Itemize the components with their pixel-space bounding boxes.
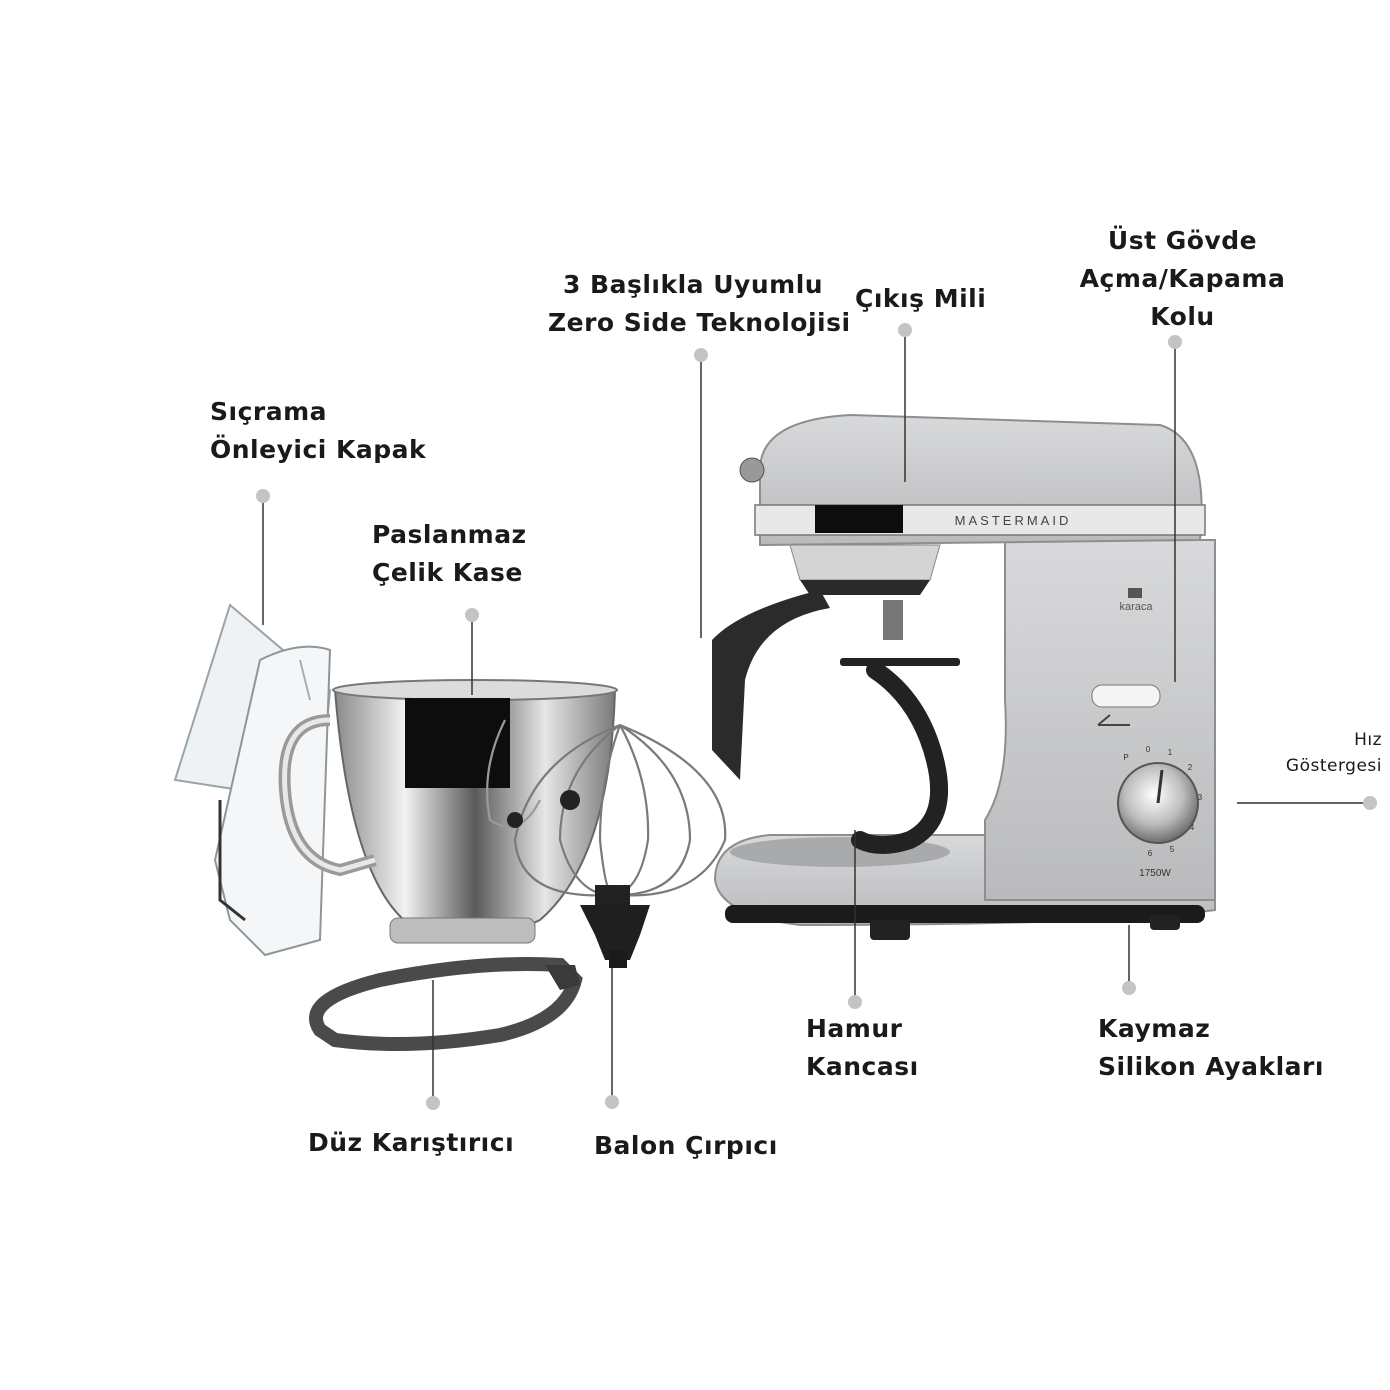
speed-dial-marks: P 0 1 2 3 4 5 6 xyxy=(1123,745,1202,858)
dot-balloon-whisk xyxy=(605,1095,619,1109)
steel-bowl-drawing xyxy=(278,679,618,944)
label-zero-side-line2: Zero Side Teknolojisi xyxy=(548,308,851,337)
label-splash-guard: Sıçrama Önleyici Kapak xyxy=(210,393,426,469)
callout-leaders xyxy=(262,335,1370,1098)
dial-mark-6: 6 xyxy=(1148,849,1153,858)
dot-output-shaft xyxy=(898,323,912,337)
dot-flat-beater xyxy=(426,1096,440,1110)
dot-head-lever xyxy=(1168,335,1182,349)
label-speed-indicator: Hız Göstergesi xyxy=(1262,727,1382,779)
label-dough-hook-line2: Kancası xyxy=(806,1052,919,1081)
label-silicone-feet-line1: Kaymaz xyxy=(1098,1014,1211,1043)
dial-mark-4: 4 xyxy=(1190,823,1195,832)
dial-mark-2: 2 xyxy=(1188,763,1193,772)
stand-mixer-drawing xyxy=(712,413,1216,940)
label-head-lever-line1: Üst Gövde xyxy=(1107,226,1258,255)
label-splash-guard-line1: Sıçrama xyxy=(210,397,328,426)
label-steel-bowl-line1: Paslanmaz xyxy=(372,520,527,549)
dot-steel-bowl xyxy=(465,608,479,622)
dot-zero-side xyxy=(694,348,708,362)
label-dough-hook: Hamur Kancası xyxy=(806,1010,919,1086)
label-silicone-feet-line2: Silikon Ayakları xyxy=(1098,1052,1324,1081)
dot-dough-hook xyxy=(848,995,862,1009)
label-silicone-feet: Kaymaz Silikon Ayakları xyxy=(1098,1010,1324,1086)
dot-splash-guard xyxy=(256,489,270,503)
label-head-lever-line3: Kolu xyxy=(1150,302,1215,331)
brand-text: MASTERMAID xyxy=(955,513,1072,528)
label-balloon-whisk: Balon Çırpıcı xyxy=(594,1127,778,1165)
dial-mark-3: 3 xyxy=(1198,793,1203,802)
brand-logo-text: karaca xyxy=(1119,601,1153,613)
label-flat-beater-text: Düz Karıştırıcı xyxy=(308,1128,515,1157)
balloon-whisk-drawing xyxy=(486,719,727,968)
dial-mark-0: 0 xyxy=(1146,745,1151,754)
label-splash-guard-line2: Önleyici Kapak xyxy=(210,435,427,464)
label-balloon-whisk-text: Balon Çırpıcı xyxy=(594,1131,778,1160)
label-head-lever-line2: Açma/Kapama xyxy=(1079,264,1286,293)
flat-beater-drawing xyxy=(309,957,583,1051)
label-head-lever: Üst Gövde Açma/Kapama Kolu xyxy=(1070,222,1295,336)
label-dough-hook-line1: Hamur xyxy=(806,1014,903,1043)
label-output-shaft: Çıkış Mili xyxy=(855,280,986,318)
label-zero-side: 3 Başlıkla Uyumlu Zero Side Teknolojisi xyxy=(548,266,851,342)
power-rating-text: 1750W xyxy=(1139,868,1171,879)
label-zero-side-line1: 3 Başlıkla Uyumlu xyxy=(562,270,824,299)
label-flat-beater: Düz Karıştırıcı xyxy=(308,1124,514,1162)
dot-speed-indicator xyxy=(1363,796,1377,810)
dial-mark-1: 1 xyxy=(1168,748,1173,757)
dot-silicone-feet xyxy=(1122,981,1136,995)
label-output-shaft-text: Çıkış Mili xyxy=(855,284,987,313)
splash-guard-drawing xyxy=(173,603,332,957)
label-speed-indicator-line2: Göstergesi xyxy=(1285,756,1382,776)
label-steel-bowl: Paslanmaz Çelik Kase xyxy=(372,516,527,592)
label-speed-indicator-line1: Hız xyxy=(1354,730,1382,750)
callout-dots xyxy=(256,323,1377,1110)
dial-mark-5: 5 xyxy=(1170,845,1175,854)
dial-mark-p: P xyxy=(1123,753,1128,762)
label-steel-bowl-line2: Çelik Kase xyxy=(372,558,523,587)
